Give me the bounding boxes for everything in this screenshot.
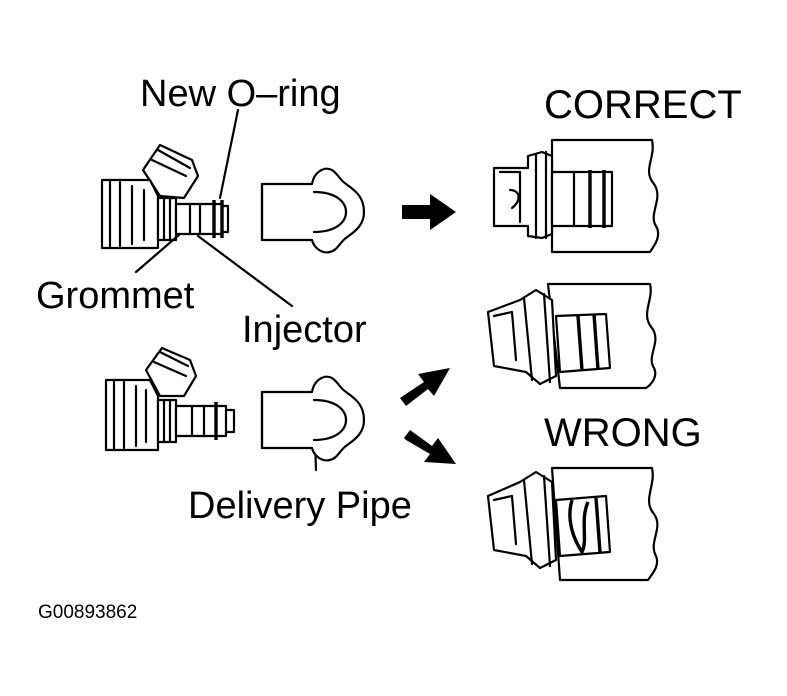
injector-leader-line [196,234,294,308]
correct-detail [492,138,660,254]
upper-injector [100,143,230,250]
wrong-heading: WRONG [544,411,702,455]
arrows [400,194,456,464]
correct-heading: CORRECT [544,83,742,127]
grommet-label: Grommet [36,275,195,317]
new-oring-label: New O–ring [140,73,341,115]
arrow-up-right-icon [400,368,450,406]
wrong-detail-1 [486,282,657,390]
lower-delivery-pipe [260,375,366,462]
arrow-down-right-icon [404,430,456,464]
injector-label: Injector [242,309,367,351]
figure-id: G00893862 [38,602,137,623]
delivery-pipe-label: Delivery Pipe [188,485,412,527]
wrong-detail-2 [486,466,659,582]
lower-injector [104,346,236,452]
oring-leader-line [218,108,240,200]
arrow-right-icon [402,194,456,230]
grommet-leader-line [134,232,182,274]
upper-delivery-pipe [260,167,366,254]
